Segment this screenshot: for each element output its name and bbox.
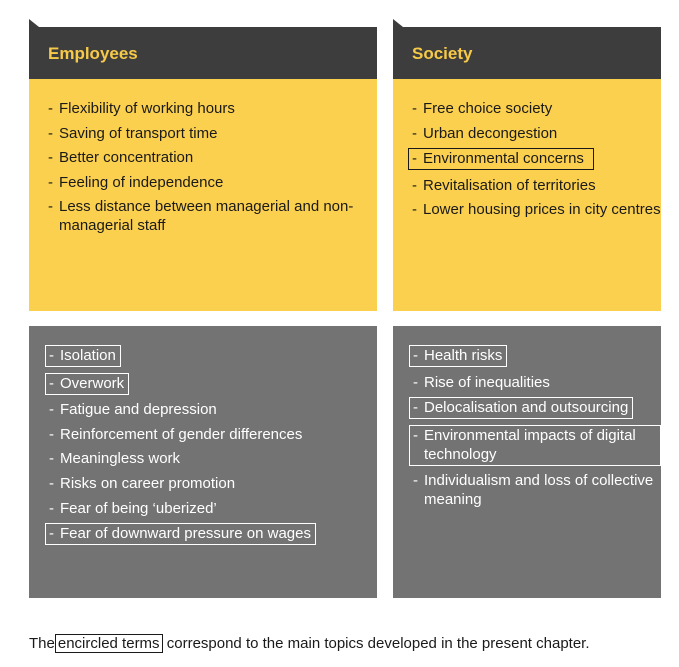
society-advantages-list: -Free choice society-Urban decongestion-… <box>408 99 661 219</box>
list-item: -Delocalisation and outsourcing <box>409 397 661 420</box>
list-dash: - <box>49 450 54 468</box>
society-advantages-panel: -Free choice society-Urban decongestion-… <box>393 79 661 311</box>
list-item-text: Environmental concerns <box>423 150 584 167</box>
list-item: -Free choice society <box>412 99 661 118</box>
footer-suffix: correspond to the main topics developed … <box>166 635 590 652</box>
list-item-text: Rise of inequalities <box>424 373 550 391</box>
employees-header: Employees <box>29 19 377 79</box>
society-header: Society <box>393 19 661 79</box>
list-dash: - <box>48 100 53 117</box>
list-dash: - <box>49 401 54 419</box>
list-dash: - <box>413 426 418 444</box>
list-dash: - <box>413 472 418 490</box>
list-item: -Less distance between managerial and no… <box>48 197 377 235</box>
list-dash: - <box>48 173 53 191</box>
society-disadvantages-list: -Health risks-Rise of inequalities-Deloc… <box>409 345 661 509</box>
list-item: -Overwork <box>45 372 377 395</box>
list-dash: - <box>412 176 417 194</box>
list-item: -Fear of downward pressure on wages <box>45 523 377 546</box>
list-item: -Environmental impacts of digital techno… <box>409 424 661 466</box>
header-notch <box>29 19 39 27</box>
list-item: -Isolation <box>45 345 377 367</box>
list-dash: - <box>49 474 54 492</box>
list-item-text: Reinforcement of gender differences <box>60 425 303 443</box>
list-item: -Flexibility of working hours <box>48 99 377 118</box>
list-item: -Environmental concerns <box>408 148 661 170</box>
list-dash: - <box>48 149 53 166</box>
list-item-text: Meaningless work <box>60 450 181 468</box>
list-item: -Rise of inequalities <box>409 373 661 392</box>
list-item-text: Urban decongestion <box>423 124 558 142</box>
list-item-text: Lower housing prices in city centres <box>423 201 661 218</box>
list-item-text: Fatigue and depression <box>60 401 217 419</box>
list-dash: - <box>413 373 418 391</box>
list-item: -Risks on career promotion <box>45 474 377 493</box>
list-item: -Fatigue and depression <box>45 400 377 419</box>
list-item: -Meaningless work <box>45 449 377 468</box>
list-item: -Saving of transport time <box>48 124 377 143</box>
list-dash: - <box>49 374 54 392</box>
list-dash: - <box>413 347 418 364</box>
list-dash: - <box>48 198 53 215</box>
list-item-text: Fear of being ‘uberized’ <box>60 499 217 517</box>
footer-boxed-term: encircled terms <box>54 634 163 653</box>
list-item: -Urban decongestion <box>412 124 661 143</box>
list-item: -Fear of being ‘uberized’ <box>45 499 377 518</box>
list-item: -Reinforcement of gender differences <box>45 425 377 444</box>
list-item-text: Risks on career promotion <box>60 474 236 492</box>
employees-advantages-list: -Flexibility of working hours-Saving of … <box>48 99 377 235</box>
list-item: -Revitalisation of territories <box>412 176 661 195</box>
list-item-text: Individualism and loss of collective mea… <box>424 472 654 509</box>
list-dash: - <box>49 425 54 443</box>
list-item: -Individualism and loss of collective me… <box>409 471 661 509</box>
list-item: -Lower housing prices in city centres <box>412 200 661 219</box>
list-item-text: Environmental impacts of digital technol… <box>424 426 636 463</box>
header-notch <box>393 19 403 27</box>
list-item-text: Less distance between managerial and non… <box>59 198 354 234</box>
list-dash: - <box>413 399 418 417</box>
list-item-text: Flexibility of working hours <box>59 100 235 117</box>
employees-advantages-panel: -Flexibility of working hours-Saving of … <box>29 79 377 311</box>
list-dash: - <box>412 150 417 167</box>
list-item-text: Free choice society <box>423 100 553 117</box>
footer-prefix: The <box>29 635 55 652</box>
list-dash: - <box>412 100 417 117</box>
list-item-text: Fear of downward pressure on wages <box>60 525 311 543</box>
employees-header-title: Employees <box>48 44 138 63</box>
list-item: -Feeling of independence <box>48 173 377 192</box>
list-item-text: Revitalisation of territories <box>423 176 596 194</box>
list-item-text: Saving of transport time <box>59 124 218 142</box>
list-item-text: Isolation <box>60 347 116 364</box>
society-disadvantages-panel: -Health risks-Rise of inequalities-Deloc… <box>393 326 661 598</box>
society-header-title: Society <box>412 44 473 63</box>
list-dash: - <box>49 525 54 543</box>
list-dash: - <box>48 124 53 142</box>
list-item-text: Overwork <box>60 374 125 392</box>
list-item-text: Health risks <box>424 347 503 364</box>
employees-disadvantages-list: -Isolation-Overwork-Fatigue and depressi… <box>45 345 377 546</box>
list-item: -Health risks <box>409 345 661 367</box>
employees-disadvantages-panel: -Isolation-Overwork-Fatigue and depressi… <box>29 326 377 598</box>
list-dash: - <box>49 499 54 517</box>
list-item-text: Feeling of independence <box>59 173 224 191</box>
list-item-text: Better concentration <box>59 149 194 166</box>
list-dash: - <box>412 124 417 142</box>
list-item-text: Delocalisation and outsourcing <box>424 399 629 417</box>
list-dash: - <box>49 347 54 364</box>
list-dash: - <box>412 201 417 218</box>
list-item: -Better concentration <box>48 148 377 167</box>
